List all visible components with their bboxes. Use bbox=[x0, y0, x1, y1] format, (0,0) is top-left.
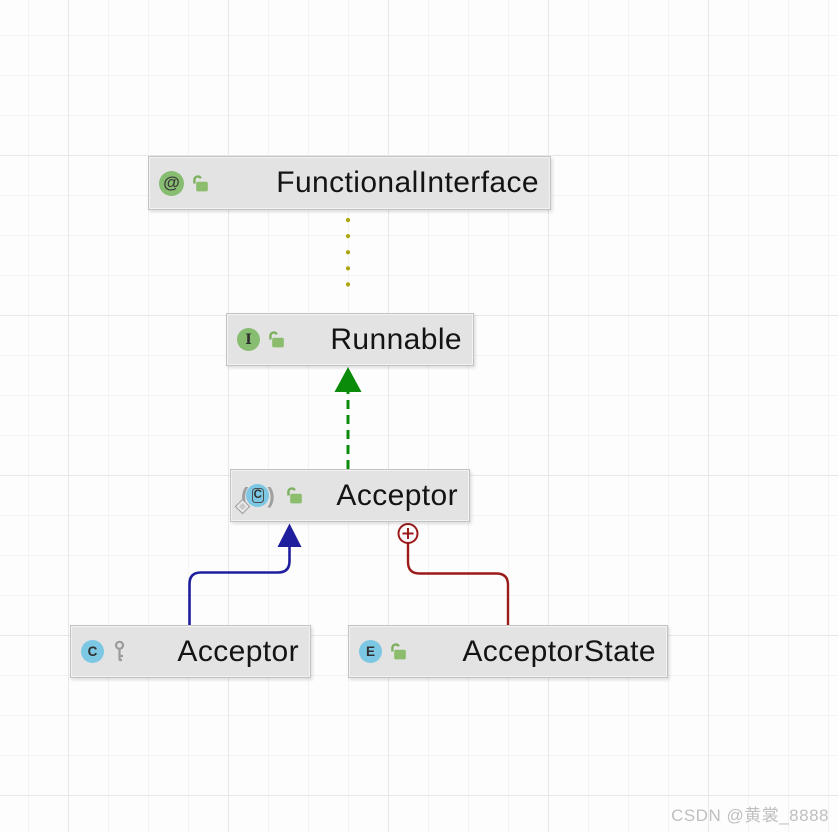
anonymous-class-icon: ( C ) bbox=[234, 481, 278, 514]
extends-arrowhead bbox=[277, 523, 302, 547]
node-functional-interface[interactable]: @ FunctionalInterface bbox=[148, 156, 551, 210]
node-label: Acceptor bbox=[177, 634, 299, 668]
open-lock-icon bbox=[267, 330, 286, 349]
key-icon bbox=[113, 640, 126, 663]
interface-icon: I bbox=[237, 328, 260, 351]
csdn-watermark: CSDN @黄裳_8888 bbox=[671, 806, 829, 825]
node-label: Runnable bbox=[330, 322, 462, 356]
node-label: Acceptor bbox=[336, 478, 458, 512]
inner-class-edge bbox=[406, 543, 510, 625]
node-runnable[interactable]: I Runnable bbox=[226, 313, 474, 366]
annotation-icon: @ bbox=[159, 170, 184, 196]
extends-edge bbox=[188, 546, 291, 625]
enum-icon: E bbox=[359, 640, 382, 663]
open-lock-icon bbox=[285, 486, 304, 505]
class-icon: C bbox=[81, 640, 104, 663]
node-acceptor-class[interactable]: C Acceptor bbox=[70, 625, 311, 678]
expand-nested-button[interactable] bbox=[397, 523, 419, 544]
open-lock-icon bbox=[191, 174, 210, 193]
implements-arrowhead bbox=[334, 367, 362, 392]
node-acceptor-state[interactable]: E AcceptorState bbox=[348, 625, 668, 678]
open-lock-icon bbox=[389, 642, 408, 661]
node-label: AcceptorState bbox=[462, 634, 656, 668]
node-acceptor-anonymous[interactable]: ( C ) Acceptor bbox=[230, 469, 470, 522]
node-label: FunctionalInterface bbox=[276, 166, 539, 199]
